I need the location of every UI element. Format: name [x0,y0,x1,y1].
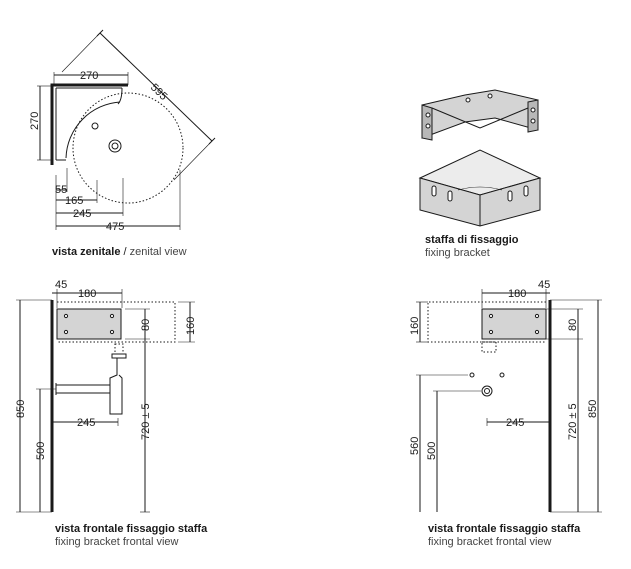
caption-front-right: vista frontale fissaggio staffa fixing b… [428,523,580,549]
dim-right-180: 180 [508,288,526,300]
dim-left-270: 270 [29,112,41,130]
dim-right-160: 160 [409,317,421,335]
caption-bracket-sub: fixing bracket [425,247,490,259]
dim-top-270: 270 [80,70,98,82]
dim-left-180: 180 [78,288,96,300]
dim-165: 165 [65,195,83,207]
caption-zenital-bold: vista zenitale [52,246,121,258]
bracket-plate-left [56,308,122,340]
basin-outline [72,92,184,204]
dim-595: 595 [148,82,170,103]
dim-left-720: 720 ± 5 [140,403,152,440]
dim-right-560: 560 [409,437,421,455]
zenital-view [37,29,216,230]
bracket-plate-right [481,308,547,340]
dim-245: 245 [73,208,91,220]
dim-475: 475 [106,221,124,233]
dim-line-595 [99,32,213,142]
dim-right-500: 500 [426,442,438,460]
caption-front-left-bold: vista frontale fissaggio staffa [55,523,208,535]
caption-front-right-bold: vista frontale fissaggio staffa [428,523,581,535]
caption-front-right-sub: fixing bracket frontal view [428,536,552,548]
front-view-left [16,289,195,513]
caption-front-left: vista frontale fissaggio staffa fixing b… [55,523,207,549]
dim-right-720: 720 ± 5 [567,403,579,440]
dim-right-45: 45 [538,279,550,291]
tap-hole [91,122,99,130]
dim-left-245: 245 [77,417,95,429]
caption-zenital-sep: / [120,246,130,258]
caption-front-left-sub: fixing bracket frontal view [55,536,179,548]
drain-hole [108,139,122,153]
caption-zenital-rest: zenital view [129,246,187,258]
dim-55: 55 [55,184,67,196]
dim-right-850: 850 [587,400,599,418]
caption-bracket: staffa di fissaggio fixing bracket [425,234,519,260]
wall-corner [50,83,128,165]
dim-left-160: 160 [185,317,197,335]
dim-right-245: 245 [506,417,524,429]
caption-bracket-bold: staffa di fissaggio [425,234,519,246]
front-view-right [416,289,602,513]
bracket-bottom [418,149,542,227]
dim-left-850: 850 [15,400,27,418]
caption-zenital: vista zenitale / zenital view [52,246,187,259]
dim-left-80: 80 [140,319,152,331]
dim-left-45: 45 [55,279,67,291]
bracket-top [421,89,539,141]
dim-left-500: 500 [35,442,47,460]
dim-right-80: 80 [567,319,579,331]
